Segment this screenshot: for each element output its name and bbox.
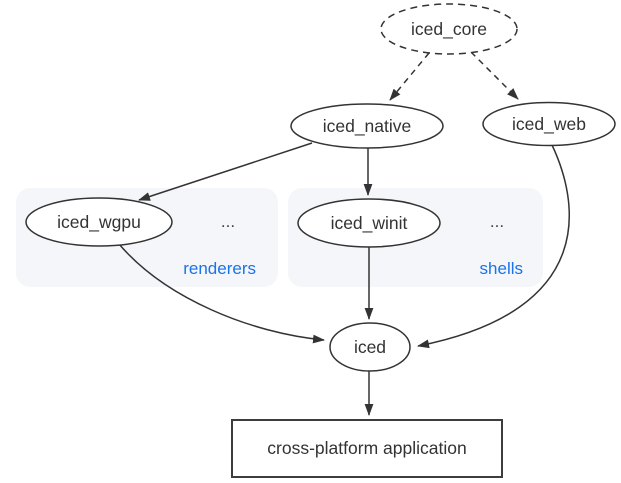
node-iced [329, 322, 411, 372]
node-application [231, 419, 503, 478]
node-iced-native [290, 103, 444, 149]
edge-iced-wgpu-to-iced [118, 243, 325, 344]
edge-iced-web-to-iced [417, 144, 570, 349]
node-iced-core [380, 3, 518, 55]
edge-iced-core-to-iced-web [470, 51, 519, 100]
node-iced-wgpu-label: iced_wgpu [57, 212, 141, 233]
shells-group-label: shells [480, 259, 523, 278]
node-iced-label: iced [354, 337, 386, 357]
node-iced-wgpu [25, 197, 173, 247]
renderers-group-label: renderers [183, 259, 256, 278]
node-iced-native-label: iced_native [323, 116, 412, 137]
node-iced-core-label: iced_core [411, 19, 487, 40]
renderers-ellipsis: ... [221, 212, 235, 231]
node-application-label: cross-platform application [267, 438, 466, 458]
node-iced-web [482, 101, 616, 147]
node-iced-winit [297, 198, 441, 248]
node-iced-web-label: iced_web [512, 114, 586, 135]
edge-iced-native-to-iced-wgpu [138, 142, 313, 201]
node-iced-winit-label: iced_winit [331, 213, 408, 234]
edge-iced-core-to-iced-native [389, 52, 430, 101]
shells-ellipsis: ... [490, 212, 504, 231]
